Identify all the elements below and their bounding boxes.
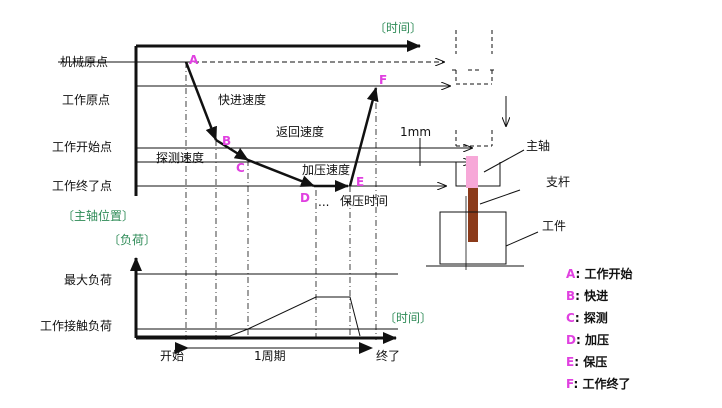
load-axis-label: 〔负荷〕 [108,233,156,247]
point-label-c: C [236,161,245,175]
label-probe-speed: 探测速度 [156,150,204,165]
leader-support-rod [479,189,521,205]
legend-item-b: B: 快进 [566,288,608,303]
point-label-e: E [356,175,364,189]
time-axis-bottom-label: 〔时间〕 [384,311,432,325]
load-curve [136,296,361,337]
legend-item-c: C: 探测 [566,310,608,325]
label-work-start: 工作开始点 [52,140,112,154]
spindle-mid-ghost [455,130,493,147]
point-label-a: A [189,53,199,67]
label-dots: ... [318,195,329,209]
label-spindle: 主轴 [526,138,550,153]
label-workpiece: 工件 [542,219,566,233]
label-support-rod: 支杆 [546,175,570,189]
legend: A: 工作开始 B: 快进 C: 探测 D: 加压 E: 保压 F: 工作终了 [566,266,633,391]
label-mechanical-origin: 机械原点 [60,54,108,69]
path-e-to-f [348,87,379,187]
label-fast-speed: 快进速度 [218,92,266,107]
point-label-f: F [379,73,387,87]
time-axis-top-label: 〔时间〕 [374,21,422,35]
point-label-b: B [222,134,231,148]
label-work-origin: 工作原点 [62,93,110,107]
label-work-end: 工作终了点 [52,178,112,193]
legend-item-f: F: 工作终了 [566,376,631,391]
label-contact-load: 工作接触负荷 [40,318,112,333]
legend-item-e: E: 保压 [566,354,607,369]
leader-workpiece [505,231,539,247]
position-axis-label: 〔主轴位置〕 [62,208,134,223]
legend-item-a: A: 工作开始 [566,266,633,281]
label-period: 1周期 [254,349,286,363]
spindle-tip [466,156,478,188]
legend-item-d: D: 加压 [566,332,609,347]
label-hold-time: 保压时间 [340,194,388,208]
label-max-load: 最大负荷 [64,273,112,287]
workpiece-block [439,211,507,265]
label-clearance: 1mm [400,125,431,139]
support-rod [468,188,478,242]
point-label-d: D [300,191,310,205]
label-end: 终了 [376,348,400,363]
label-press-speed: 加压速度 [302,162,350,177]
spindle-top-ghost [452,30,496,85]
path-b-to-c [215,138,249,162]
path-a-to-b [184,61,218,141]
leader-spindle [483,149,525,173]
label-start: 开始 [160,349,184,363]
path-c-to-d [247,158,315,188]
label-return-speed: 返回速度 [276,124,324,139]
